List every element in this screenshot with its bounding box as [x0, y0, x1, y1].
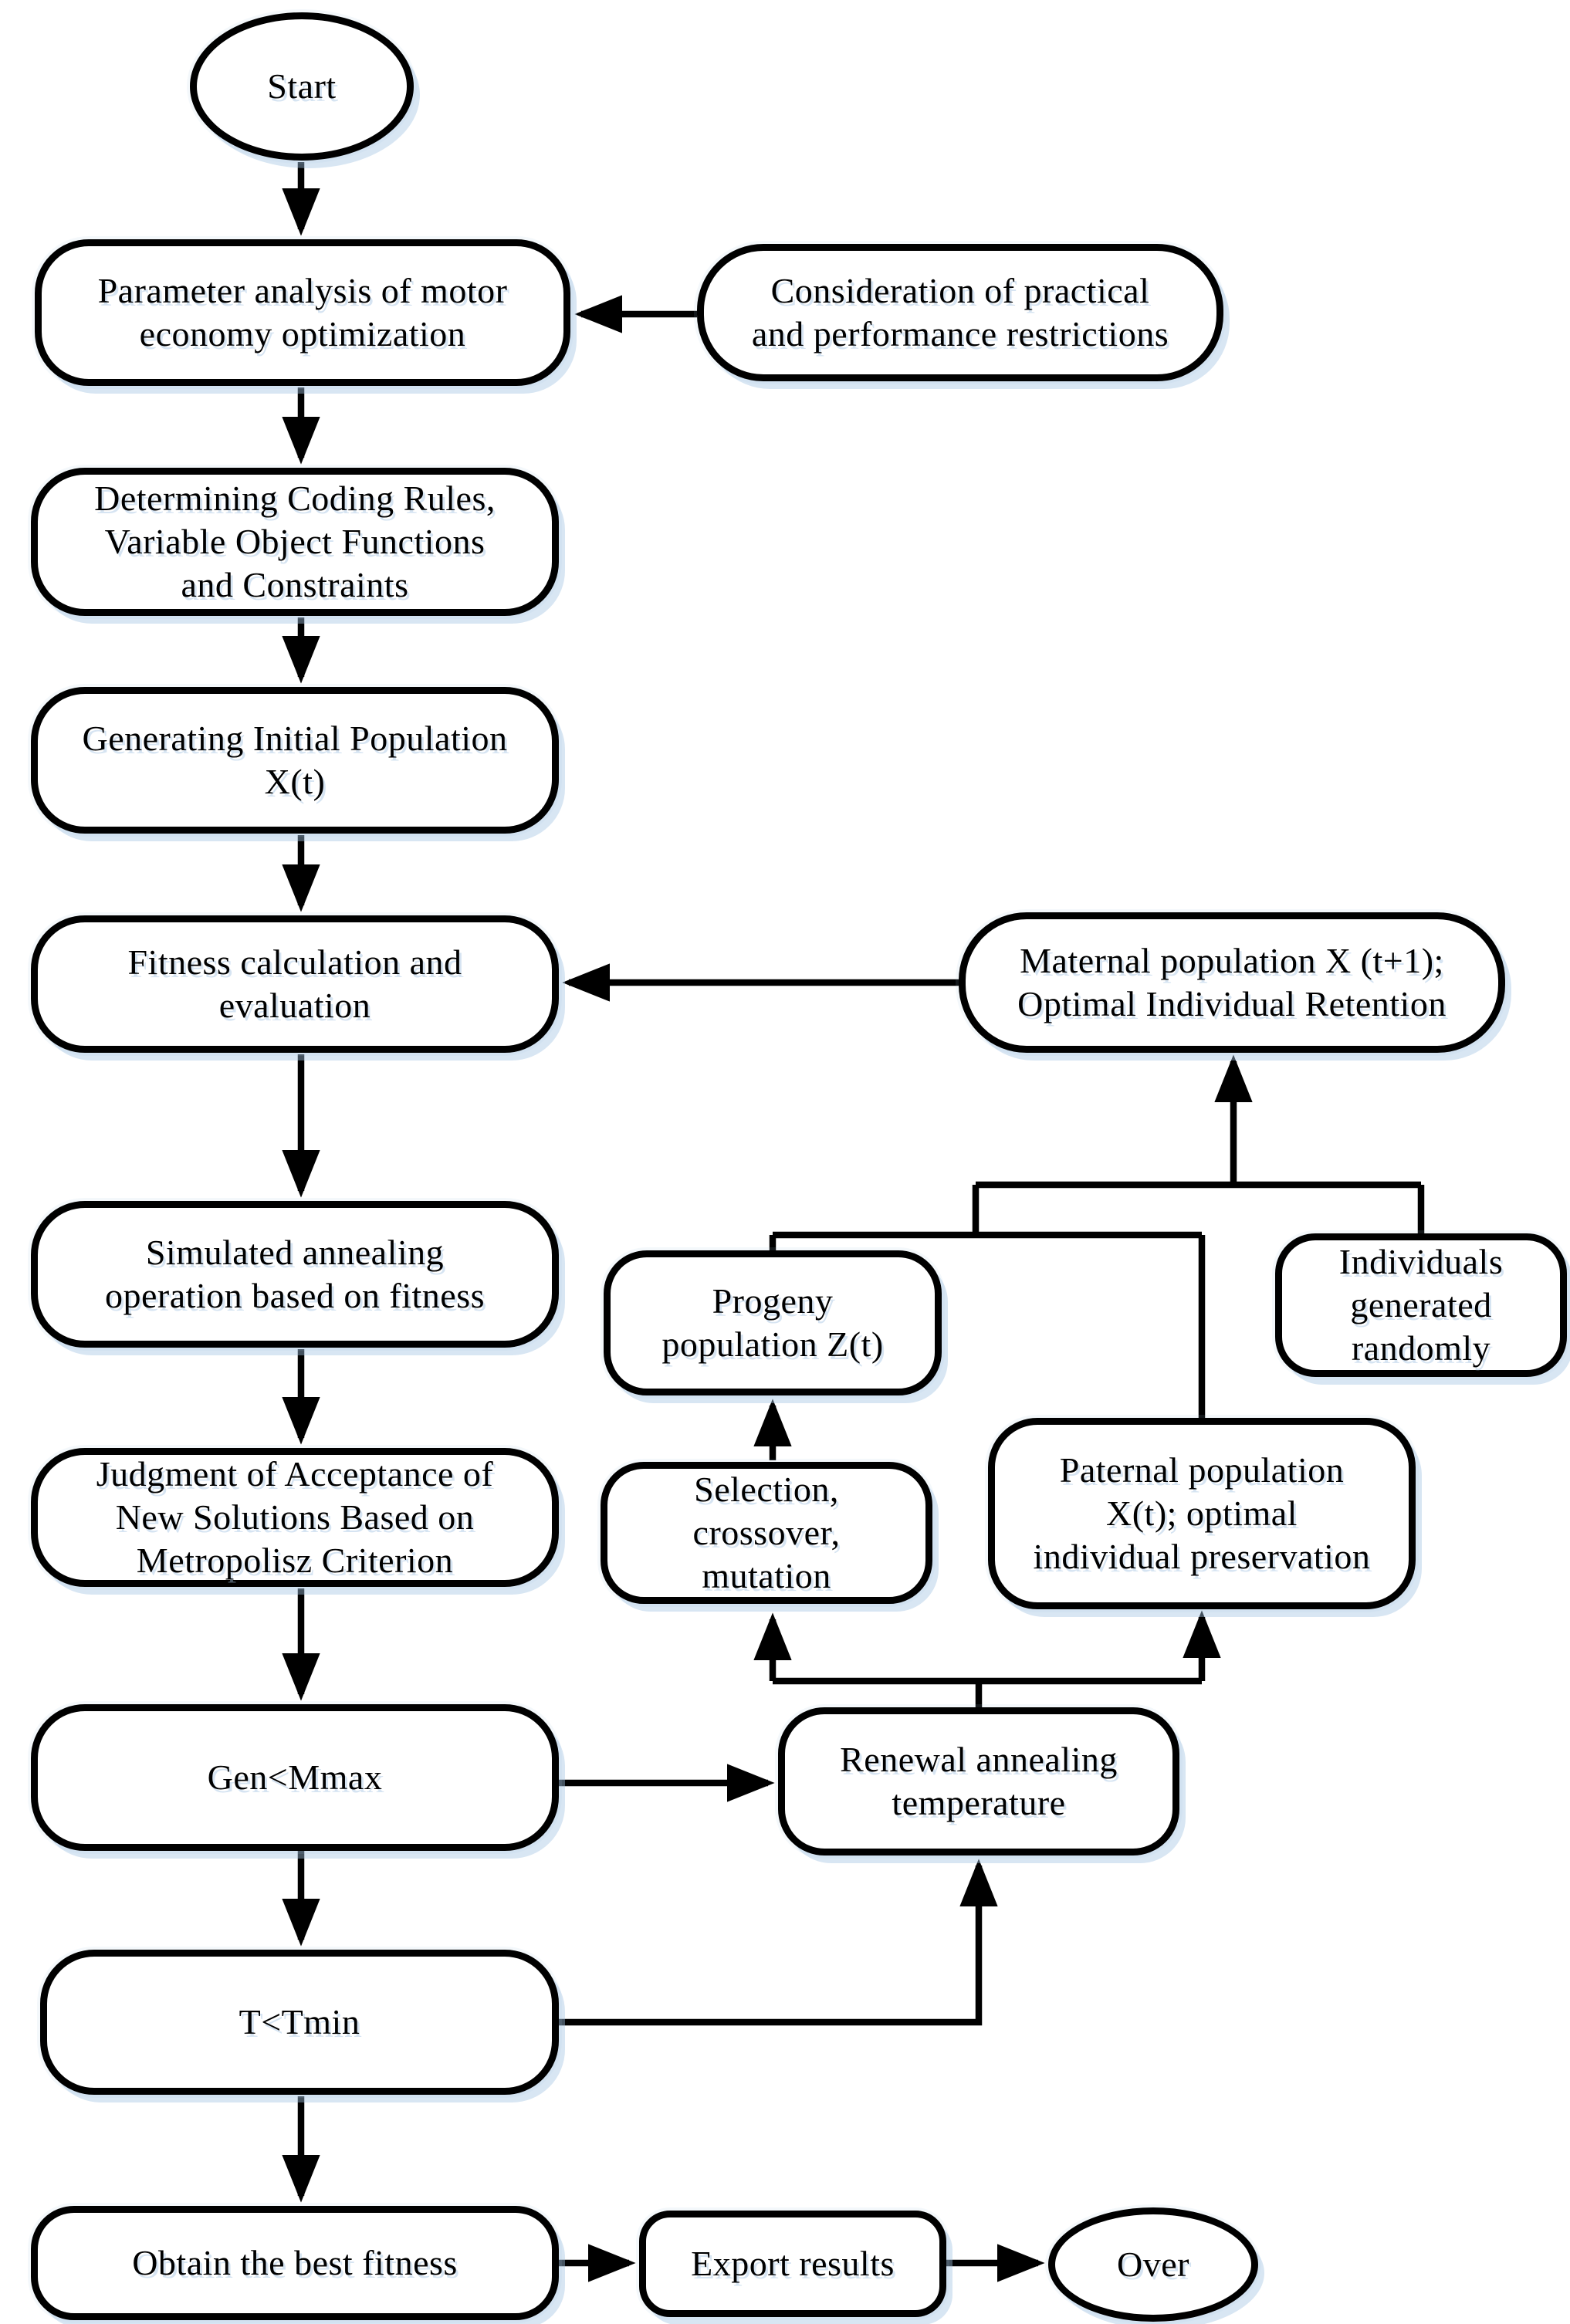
node-individuals: Individuals generated randomly — [1275, 1233, 1567, 1377]
node-label: Paternal population X(t); optimal indivi… — [1033, 1450, 1371, 1577]
node-simulated-annealing: Simulated annealing operation based on f… — [31, 1201, 559, 1348]
node-label: Renewal annealing temperature — [840, 1739, 1118, 1822]
node-label: Over — [1117, 2244, 1189, 2284]
node-label: Fitness calculation and evaluation — [127, 942, 462, 1025]
node-export: Export results — [639, 2211, 946, 2317]
node-label: Selection, crossover, mutation — [692, 1469, 841, 1596]
node-label: Gen<Mmax — [207, 1757, 383, 1797]
node-consideration: Consideration of practical and performan… — [697, 244, 1223, 381]
node-label: Export results — [691, 2243, 895, 2283]
node-label: Simulated annealing operation based on f… — [104, 1232, 486, 1315]
node-progeny: Progeny population Z(t) — [604, 1250, 942, 1395]
node-parameter-analysis: Parameter analysis of motor economy opti… — [35, 239, 570, 386]
node-label: Consideration of practical and performan… — [751, 270, 1169, 354]
node-maternal: Maternal population X (t+1); Optimal Ind… — [959, 912, 1505, 1053]
node-tmin-check: T<Tmin — [40, 1950, 559, 2095]
node-judgment: Judgment of Acceptance of New Solutions … — [31, 1448, 559, 1587]
node-start: Start — [190, 12, 414, 161]
node-label: Progeny population Z(t) — [661, 1280, 884, 1364]
node-obtain: Obtain the best fitness — [31, 2206, 559, 2320]
node-label: Obtain the best fitness — [132, 2242, 458, 2282]
node-generating: Generating Initial Population X(t) — [31, 687, 559, 834]
node-label: Start — [267, 66, 337, 106]
node-over: Over — [1048, 2207, 1258, 2322]
node-determining: Determining Coding Rules, Variable Objec… — [31, 468, 559, 616]
node-label: Judgment of Acceptance of New Solutions … — [96, 1453, 494, 1581]
node-renewal: Renewal annealing temperature — [778, 1707, 1179, 1855]
node-label: Maternal population X (t+1); Optimal Ind… — [1017, 940, 1446, 1023]
node-label: Determining Coding Rules, Variable Objec… — [94, 478, 496, 605]
node-paternal: Paternal population X(t); optimal indivi… — [988, 1418, 1416, 1609]
arrow-tmin-to-renewal-elbow — [557, 1859, 998, 2026]
node-label: Generating Initial Population X(t) — [82, 718, 508, 801]
node-label: Individuals generated randomly — [1338, 1241, 1504, 1368]
node-label: T<Tmin — [239, 2001, 360, 2042]
node-fitness: Fitness calculation and evaluation — [31, 915, 559, 1053]
node-gen-check: Gen<Mmax — [31, 1704, 559, 1851]
node-label: Parameter analysis of motor economy opti… — [97, 270, 508, 354]
node-selection: Selection, crossover, mutation — [601, 1462, 932, 1604]
